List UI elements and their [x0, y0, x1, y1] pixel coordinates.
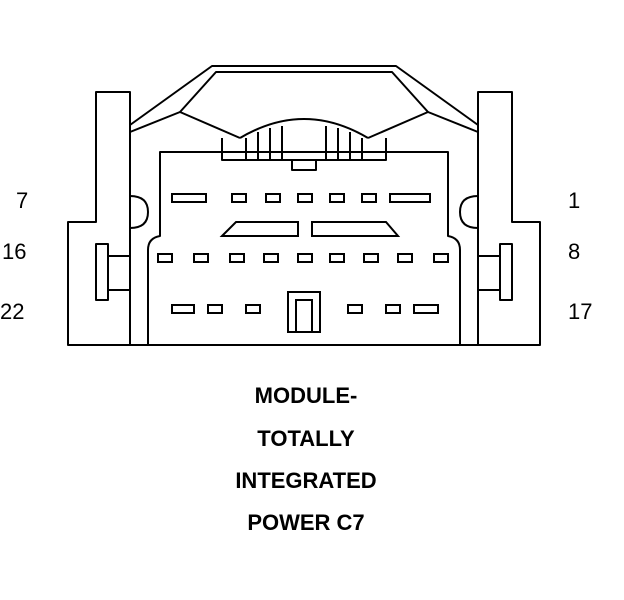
- pin-label-row1-right: 1: [568, 188, 581, 213]
- cavity: [329, 193, 345, 203]
- connector-left-side-latch-detail: [108, 255, 130, 291]
- power-cavities: [219, 221, 401, 237]
- cavity: [193, 253, 209, 263]
- power-cavity-left: [219, 221, 299, 237]
- connector-latch-ribs: [245, 126, 363, 160]
- connector-top-inner-ridge: [129, 111, 479, 139]
- cavity: [433, 253, 449, 263]
- connector-right-side-latch: [499, 243, 513, 301]
- connector-latch-dome: [239, 118, 369, 139]
- cavity: [385, 304, 401, 314]
- power-cavity-right: [311, 221, 401, 237]
- connector-latch-center: [291, 159, 317, 171]
- cavity: [265, 193, 281, 203]
- cavity: [231, 193, 247, 203]
- connector-inner-wall: [129, 125, 479, 345]
- cavity: [245, 304, 261, 314]
- connector-outer-body: [67, 65, 541, 346]
- caption-line-2: TOTALLY: [257, 426, 355, 451]
- pin-label-row3-left: 22: [0, 299, 25, 324]
- pin-label-row3-right: 17: [568, 299, 593, 324]
- cavity: [361, 193, 377, 203]
- cavity: [229, 253, 245, 263]
- cavity: [389, 193, 431, 203]
- caption-line-1: MODULE-: [254, 383, 358, 408]
- center-key-outer: [287, 291, 321, 333]
- cavity: [171, 193, 207, 203]
- connector-inner-housing: [147, 151, 461, 345]
- cavity: [397, 253, 413, 263]
- pin-label-row2-left: 16: [2, 239, 27, 264]
- cavity: [297, 253, 313, 263]
- pin-label-row1-left: 7: [16, 188, 29, 213]
- cavity: [347, 304, 363, 314]
- connector-left-side-latch: [95, 243, 109, 301]
- cavity: [363, 253, 379, 263]
- connector-top-roof: [179, 71, 429, 113]
- cavity-row-3: [171, 291, 439, 333]
- pin-label-row2-right: 8: [568, 239, 581, 264]
- cavity: [171, 304, 195, 314]
- connector-left-notch: [129, 195, 149, 229]
- connector-right-notch: [459, 195, 479, 229]
- cavity: [157, 253, 173, 263]
- cavity: [329, 253, 345, 263]
- connector-right-side-latch-detail: [478, 255, 500, 291]
- cavity: [207, 304, 223, 314]
- cavity: [263, 253, 279, 263]
- caption-line-3: INTEGRATED: [235, 468, 377, 493]
- center-key-inner: [295, 299, 313, 333]
- caption-line-4: POWER C7: [247, 510, 365, 535]
- cavity: [413, 304, 439, 314]
- cavity: [297, 193, 313, 203]
- cavity-row-1: [171, 193, 431, 203]
- cavity-row-2: [157, 253, 449, 263]
